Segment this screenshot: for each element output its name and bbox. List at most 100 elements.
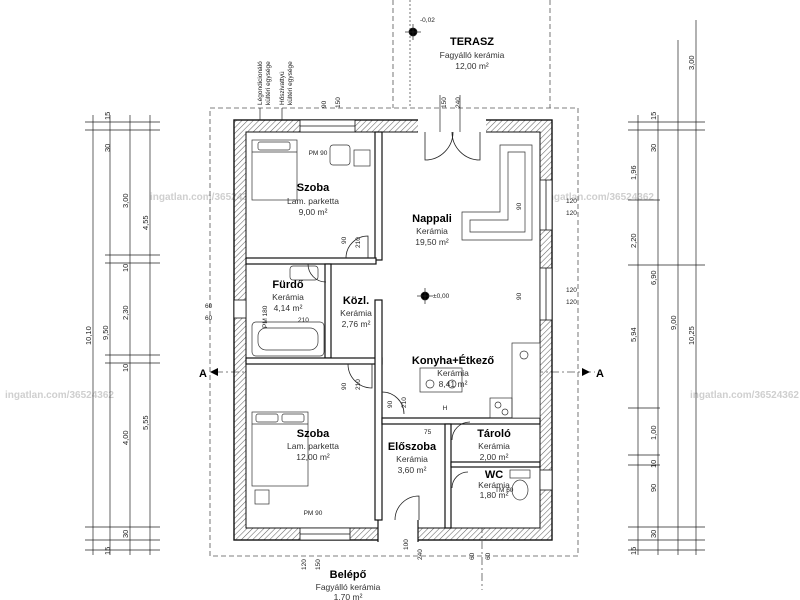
room-terasz: TERASZ Fagyálló kerámia 12,00 m² bbox=[440, 36, 505, 71]
left-dimensions bbox=[85, 115, 160, 555]
dim-label: 1,00 bbox=[649, 425, 658, 440]
dim-label: 30 bbox=[103, 144, 112, 152]
pm-label: PM 90 bbox=[309, 150, 328, 157]
room-floor: Kerámia bbox=[340, 308, 372, 318]
room-area: 1,80 m² bbox=[480, 490, 509, 500]
room-name: WC bbox=[485, 469, 503, 481]
opening-dim: 210 bbox=[355, 379, 362, 390]
dim-label: 4,55 bbox=[141, 215, 150, 230]
room-name: Szoba bbox=[297, 182, 330, 194]
room-name: TERASZ bbox=[450, 36, 494, 48]
level-main: ±0,00 bbox=[433, 293, 450, 300]
left-dimension-labels: 15 30 3,00 10 2,30 10 4,00 30 15 4,55 5,… bbox=[84, 112, 150, 555]
terrace-markings bbox=[405, 24, 461, 304]
room-floor: Kerámia bbox=[272, 292, 304, 302]
room-eloszoba: Előszoba Kerámia 3,60 m² bbox=[388, 441, 437, 475]
opening-dim: 240 bbox=[417, 549, 424, 560]
opening-dim: 90 bbox=[321, 100, 328, 108]
room-furdo: Fürdő Kerámia 4,14 m² bbox=[272, 279, 304, 313]
opening-dim: 120 bbox=[566, 299, 577, 306]
opening-dim: 75 bbox=[424, 429, 432, 436]
dim-label: 2,20 bbox=[629, 233, 638, 248]
h-label: H bbox=[443, 405, 448, 412]
interior-walls bbox=[245, 131, 541, 529]
room-floor: Fagyálló kerámia bbox=[316, 582, 381, 592]
room-area: 8,41 m² bbox=[439, 379, 468, 389]
opening-dim: 240 bbox=[455, 97, 462, 108]
dim-label: 30 bbox=[121, 530, 130, 538]
opening-dim: 150 bbox=[441, 97, 448, 108]
watermark: ingatlan.com/36524362 bbox=[150, 192, 259, 203]
opening-dim: 120 bbox=[566, 198, 577, 205]
dim-label: 4,00 bbox=[121, 430, 130, 445]
dim-label: 1,96 bbox=[629, 165, 638, 180]
opening-dim: 120 bbox=[566, 287, 577, 294]
room-area: 1,70 m² bbox=[334, 592, 363, 600]
dim-label: 10 bbox=[121, 264, 130, 272]
room-area: 19,50 m² bbox=[415, 237, 449, 247]
right-dimension-labels: 15 30 1,96 2,20 5,94 1,00 10 90 30 15 6,… bbox=[629, 55, 696, 555]
room-area: 12,00 m² bbox=[455, 61, 489, 71]
room-name: Belépő bbox=[330, 569, 367, 581]
opening-dim: 60 bbox=[205, 303, 213, 310]
dim-label: 15 bbox=[649, 112, 658, 120]
dim-label: 30 bbox=[649, 530, 658, 538]
opening-dim: 210 bbox=[355, 237, 362, 248]
section-mark-right: A bbox=[596, 368, 604, 380]
opening-dim: 90 bbox=[341, 236, 348, 244]
dim-label: 5,94 bbox=[629, 327, 638, 342]
opening-dim: 60 bbox=[205, 315, 213, 322]
room-floor: Lam. parketta bbox=[287, 196, 339, 206]
dim-label: 3,00 bbox=[687, 55, 696, 70]
room-tarolo: Tároló Kerámia 2,00 m² bbox=[477, 428, 511, 462]
doors bbox=[307, 131, 481, 521]
dim-label: 15 bbox=[103, 112, 112, 120]
room-kozl: Közl. Kerámia 2,76 m² bbox=[340, 295, 372, 329]
tm-label: TM 60 bbox=[495, 487, 514, 494]
room-area: 12,00 m² bbox=[296, 452, 330, 462]
dim-label: 5,55 bbox=[141, 415, 150, 430]
opening-dim: 90 bbox=[387, 400, 394, 408]
opening-dim: 120 bbox=[566, 210, 577, 217]
dim-label: 15 bbox=[629, 547, 638, 555]
room-floor: Kerámia bbox=[478, 480, 510, 490]
dim-label: 10 bbox=[121, 364, 130, 372]
watermark: ingatlan.com/36524362 bbox=[545, 192, 654, 203]
opening-dim: 210 bbox=[401, 397, 408, 408]
opening-dim: 90 bbox=[516, 292, 523, 300]
opening-dim: 60 bbox=[469, 552, 476, 560]
room-name: Tároló bbox=[477, 428, 511, 440]
vent-label: Hőszivattyú bbox=[279, 71, 286, 105]
room-szoba-bottom: Szoba Lam. parketta 12,00 m² bbox=[287, 428, 339, 462]
room-area: 2,76 m² bbox=[342, 319, 371, 329]
room-floor: Lam. parketta bbox=[287, 441, 339, 451]
dim-label: 30 bbox=[649, 144, 658, 152]
room-floor: Kerámia bbox=[437, 368, 469, 378]
room-name: Előszoba bbox=[388, 441, 437, 453]
dim-label: 10 bbox=[649, 460, 658, 468]
room-name: Szoba bbox=[297, 428, 330, 440]
opening-dim: 90 bbox=[516, 202, 523, 210]
opening-dim: 150 bbox=[335, 97, 342, 108]
level-top: -0,02 bbox=[420, 17, 435, 24]
section-marks: A A bbox=[199, 368, 604, 380]
opening-dim: 120 bbox=[301, 559, 308, 570]
dim-label: 6,90 bbox=[649, 270, 658, 285]
furniture bbox=[251, 139, 541, 505]
dim-label: 9,50 bbox=[101, 325, 110, 340]
room-konyha: Konyha+Étkező Kerámia 8,41 m² bbox=[412, 354, 494, 389]
room-floor: Kerámia bbox=[396, 454, 428, 464]
opening-dim: 90 bbox=[341, 382, 348, 390]
windows bbox=[233, 119, 553, 541]
room-area: 9,00 m² bbox=[299, 207, 328, 217]
watermark: ingatlan.com/36524362 bbox=[5, 390, 114, 401]
dim-label: 9,00 bbox=[669, 315, 678, 330]
pm-label: PM 90 bbox=[304, 510, 323, 517]
opening-labels: 90 150 150 240 90 210 PM 180 210 60 60 9… bbox=[205, 97, 577, 570]
room-floor: Kerámia bbox=[478, 441, 510, 451]
room-name: Nappali bbox=[412, 213, 452, 225]
vent-label: kültéri egysége bbox=[265, 61, 272, 105]
dim-label: 10,25 bbox=[687, 326, 696, 345]
dim-label: 10,10 bbox=[84, 326, 93, 345]
